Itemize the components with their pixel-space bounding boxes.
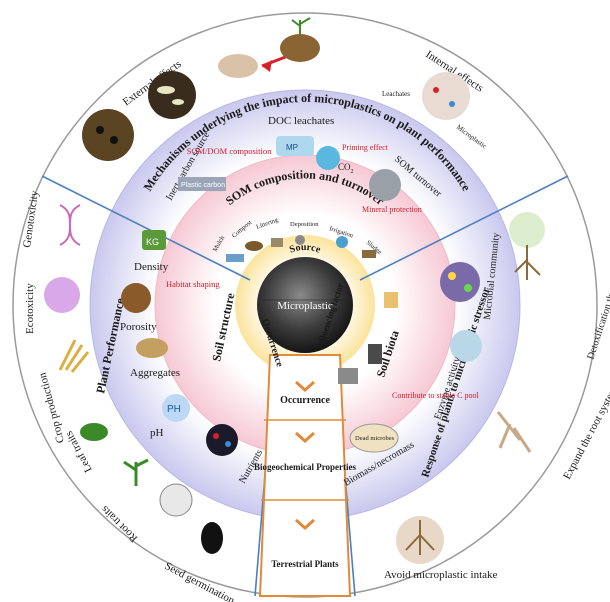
crop-icon [58, 339, 90, 373]
ecotoxicity-cell-illustration [44, 277, 80, 313]
density: Density [134, 261, 169, 273]
leaf-icon [80, 423, 108, 441]
aggregates: Aggregates [130, 367, 180, 379]
funnel-occurrence: Occurrence [280, 395, 330, 406]
root-system-illustration [496, 411, 532, 453]
chevron-down-icon [295, 518, 315, 531]
seed-icon [201, 522, 223, 554]
ecotoxicity: Ecotoxicity [24, 283, 36, 334]
dna-icon [59, 204, 81, 246]
funnel-biogeochemical: Biogeochemical Properties [254, 462, 357, 472]
enzyme-illustration [450, 330, 482, 362]
microplastic-core: Microplastic [257, 257, 353, 353]
plant-pot-illustration [280, 34, 320, 62]
aggregates-illustration [136, 338, 168, 358]
avoid-intake: Avoid microplastic intake [384, 569, 498, 581]
chevron-down-icon [295, 431, 315, 444]
ph-badge: PH [167, 404, 181, 415]
porosity: Porosity [120, 321, 157, 333]
kg-weight-icon [142, 230, 166, 250]
ph-label: pH [150, 427, 164, 439]
root-cross-section-icon [159, 483, 193, 517]
plastic-carbon-box [178, 177, 226, 191]
soc-cluster-illustration [369, 169, 401, 201]
soil-particle-illustration [82, 109, 134, 161]
funnel: Occurrence Biogeochemical Properties Ter… [254, 354, 357, 597]
microbial-community-illustration [440, 262, 480, 302]
internal-effects-illustration [422, 72, 470, 120]
monitor-icon [338, 368, 358, 384]
plastic-carbon-label: Plastic carbon [181, 182, 225, 189]
mineral-protection: Mineral protection [362, 205, 422, 214]
co2-label: CO2 [338, 162, 354, 175]
inner-source: Source [288, 242, 322, 256]
external-effects-illustration [148, 71, 196, 119]
microscope-icon [368, 344, 382, 364]
root-illustration [218, 54, 258, 78]
mp-bottle-illustration [276, 136, 314, 156]
habitat-shaping: Habitat shaping [166, 279, 220, 289]
stable-c-pool: Contribute to stable C pool [392, 391, 479, 400]
enzyme-plant-illustration [509, 212, 545, 248]
flask-icon [384, 292, 398, 308]
dead-microbes-illustration [349, 423, 399, 453]
porosity-illustration [121, 283, 151, 313]
kg-label: KG [146, 237, 159, 247]
som-doc-composition: SOM/DOM composition [187, 146, 273, 156]
center-title: Microplastic [277, 300, 333, 312]
priming-effect: Priming effect [342, 143, 389, 152]
dead-microbes: Dead microbes [355, 435, 395, 442]
ph-icon [162, 394, 190, 422]
mp-badge: MP [286, 143, 298, 152]
chevron-down-icon [295, 380, 315, 393]
seedling-icon [123, 458, 149, 486]
leachates-label: Leachates [382, 90, 410, 98]
nutrients-illustration [206, 424, 238, 456]
doc-leachates: DOC leachates [268, 115, 334, 127]
source-icons [226, 235, 376, 262]
source-deposition: Deposition [290, 221, 319, 228]
funnel-terrestrial: Terrestrial Plants [271, 559, 339, 569]
